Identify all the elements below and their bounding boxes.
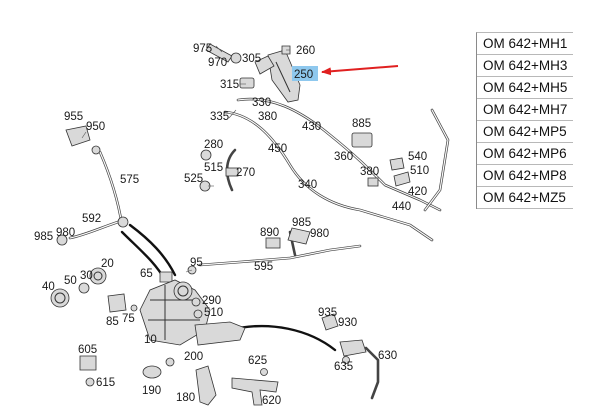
part-label: 620	[262, 395, 281, 407]
variant-table: OM 642+MH1 OM 642+MH3 OM 642+MH5 OM 642+…	[476, 32, 573, 209]
part-label: 950	[86, 121, 105, 133]
part-label: 30	[80, 270, 93, 282]
part-label: 50	[64, 275, 77, 287]
part-label: 200	[184, 351, 203, 363]
part-label: 935	[318, 307, 337, 319]
variant-row[interactable]: OM 642+MP6	[477, 143, 573, 165]
part-label: 540	[408, 151, 427, 163]
part-label: 305	[242, 53, 261, 65]
part-label: 270	[236, 167, 255, 179]
part-label: 625	[248, 355, 267, 367]
part-label: 955	[64, 111, 83, 123]
part-label: 450	[268, 143, 287, 155]
variant-row[interactable]: OM 642+MH3	[477, 55, 573, 77]
pointer-arrow	[321, 65, 399, 76]
part-label: 85	[106, 316, 119, 328]
part-label: 20	[101, 258, 114, 270]
part-label: 65	[140, 268, 153, 280]
variant-row[interactable]: OM 642+MH7	[477, 99, 573, 121]
part-label: 440	[392, 201, 411, 213]
part-label: 380	[360, 166, 379, 178]
part-label-highlighted[interactable]: 250	[294, 69, 313, 81]
highlight-box	[292, 66, 318, 81]
part-label: 280	[204, 139, 223, 151]
part-label: 980	[56, 227, 75, 239]
part-label: 335	[210, 111, 229, 123]
part-label: 615	[96, 377, 115, 389]
part-label: 930	[338, 317, 357, 329]
part-label: 360	[334, 151, 353, 163]
part-label: 420	[408, 186, 427, 198]
part-label: 340	[298, 179, 317, 191]
part-label: 635	[334, 361, 353, 373]
variant-row[interactable]: OM 642+MP5	[477, 121, 573, 143]
part-labels: 975 970 305 260 250 315 330 335 380 430 …	[34, 43, 429, 407]
variant-row[interactable]: OM 642+MP8	[477, 165, 573, 187]
part-label: 380	[258, 111, 277, 123]
part-label: 985	[34, 231, 53, 243]
part-label: 290	[202, 295, 221, 307]
part-label: 970	[208, 57, 227, 69]
part-label: 575	[120, 174, 139, 186]
part-label: 630	[378, 350, 397, 362]
part-label: 890	[260, 227, 279, 239]
part-label: 595	[254, 261, 273, 273]
part-label: 525	[184, 173, 203, 185]
part-label: 605	[78, 344, 97, 356]
part-label: 975	[193, 43, 212, 55]
part-label: 430	[302, 121, 321, 133]
part-label: 510	[204, 307, 223, 319]
part-label: 330	[252, 97, 271, 109]
part-label: 40	[42, 281, 55, 293]
part-label: 592	[82, 213, 101, 225]
part-label: 985	[292, 217, 311, 229]
part-label: 10	[144, 334, 157, 346]
part-label: 510	[410, 165, 429, 177]
leader-lines	[81, 45, 303, 273]
part-label: 315	[220, 79, 239, 91]
variant-row[interactable]: OM 642+MZ5	[477, 187, 573, 209]
part-label: 95	[190, 257, 203, 269]
variant-row[interactable]: OM 642+MH1	[477, 33, 573, 55]
part-label: 260	[296, 45, 315, 57]
part-drawings	[50, 43, 411, 406]
part-label: 980	[310, 228, 329, 240]
part-label: 885	[352, 118, 371, 130]
variant-row[interactable]: OM 642+MH5	[477, 77, 573, 99]
part-label: 190	[142, 385, 161, 397]
part-label: 515	[204, 162, 223, 174]
part-label: 75	[122, 313, 135, 325]
part-label: 180	[176, 392, 195, 404]
